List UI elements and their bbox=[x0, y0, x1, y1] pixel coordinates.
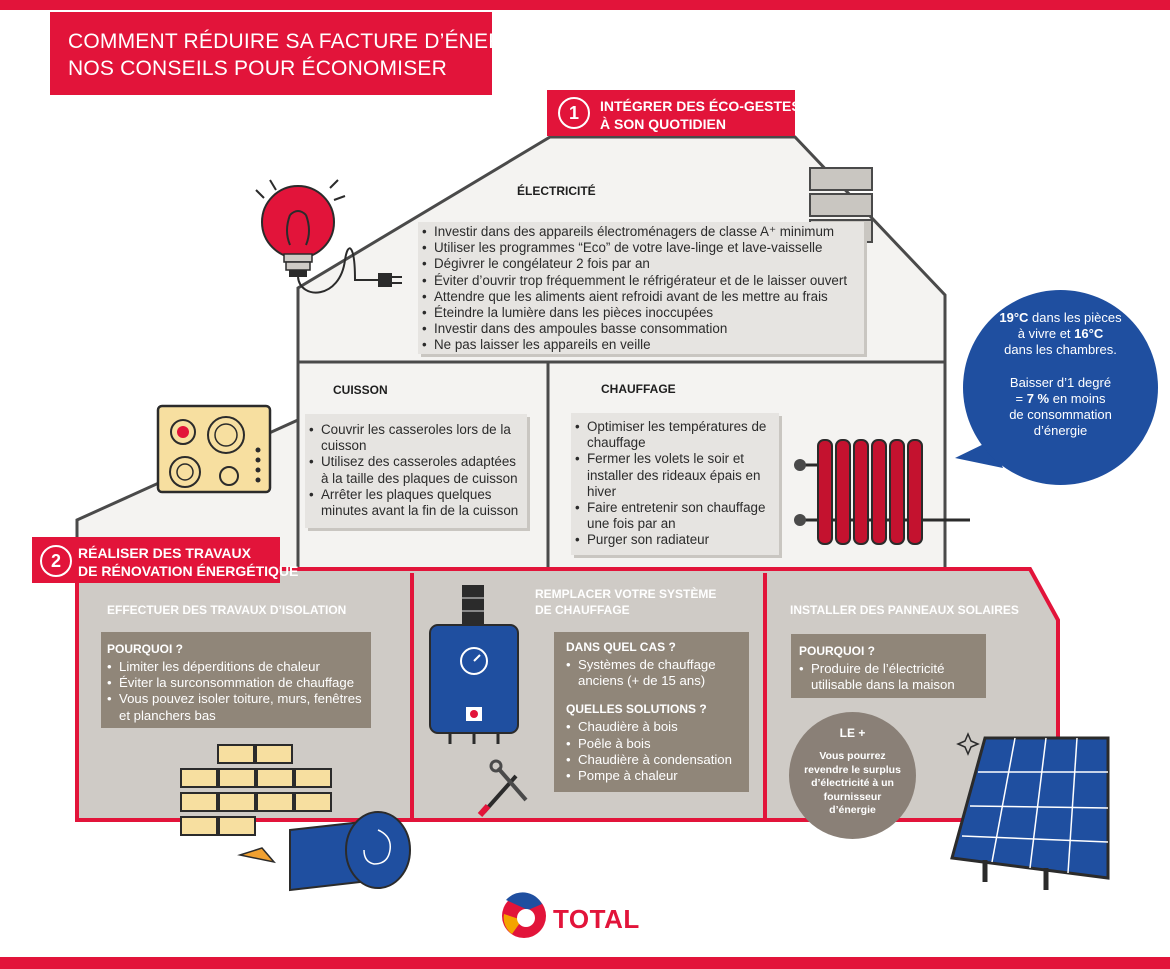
bubble-text: dans les chambres. bbox=[1004, 342, 1117, 358]
solaire-panel: POURQUOI ? Produire de l’électricité uti… bbox=[791, 634, 986, 698]
le-plus-text: Vous pourrez revendre le surplus d’élect… bbox=[804, 750, 901, 816]
light-bulb-icon bbox=[255, 179, 402, 294]
bubble-text: = bbox=[1015, 390, 1027, 406]
bubble-text: Baisser d’1 degré bbox=[1009, 374, 1112, 390]
electricite-tip: Éviter d’ouvrir trop fréquemment le réfr… bbox=[422, 273, 864, 289]
chauffage-tip: Optimiser les températures de chauffage bbox=[575, 419, 775, 451]
cuisson-tip: Arrêter les plaques quelques minutes ava… bbox=[309, 487, 523, 519]
temperature-bubble: 19°C dans les pièces à vivre et 16°C dan… bbox=[963, 290, 1158, 485]
step-1-line-2: À SON QUOTIDIEN bbox=[600, 116, 727, 132]
isolation-item: Limiter les déperditions de chaleur bbox=[107, 659, 365, 675]
title-line-1: COMMENT RÉDUIRE SA FACTURE D’ÉNERGIE ? bbox=[68, 30, 559, 53]
radiator-icon bbox=[794, 439, 970, 545]
chauffage-tip: Purger son radiateur bbox=[575, 532, 775, 548]
step-1-number: 1 bbox=[558, 97, 590, 129]
step-2-banner bbox=[32, 537, 280, 583]
chimney-brick bbox=[809, 193, 873, 217]
solaire-list: Produire de l’électricité utilisable dan… bbox=[799, 661, 980, 693]
cuisson-heading: CUISSON bbox=[333, 383, 388, 397]
bubble-text: d’énergie bbox=[1033, 423, 1088, 439]
isolation-list: Limiter les déperditions de chaleur Évit… bbox=[107, 659, 365, 724]
bubble-text: dans les pièces bbox=[1028, 310, 1122, 325]
solaire-pourquoi-label: POURQUOI ? bbox=[799, 644, 876, 658]
remplacer-solution-item: Poêle à bois bbox=[566, 736, 743, 752]
electricite-tip: Investir dans des ampoules basse consomm… bbox=[422, 321, 864, 337]
solaire-heading: INSTALLER DES PANNEAUX SOLAIRES bbox=[790, 603, 1019, 617]
le-plus-title: LE + bbox=[839, 726, 866, 740]
step-1-line-1: INTÉGRER DES ÉCO-GESTES bbox=[600, 98, 801, 114]
remplacer-cas-label: DANS QUEL CAS ? bbox=[566, 640, 676, 654]
solar-panel-icon bbox=[950, 732, 1110, 890]
chauffage-list: Optimiser les températures de chauffage … bbox=[571, 413, 779, 549]
bricks-icon bbox=[180, 744, 332, 836]
solaire-item: Produire de l’électricité utilisable dan… bbox=[799, 661, 980, 693]
bubble-text: à vivre et bbox=[1017, 326, 1075, 342]
isolation-heading: EFFECTUER DES TRAVAUX D’ISOLATION bbox=[107, 603, 347, 617]
insulation-roll-icon bbox=[237, 811, 411, 892]
isolation-item: Vous pouvez isoler toiture, murs, fenêtr… bbox=[107, 691, 365, 723]
remplacer-heading-line-1: REMPLACER VOTRE SYSTÈME bbox=[535, 587, 717, 601]
bubble-text: en moins bbox=[1049, 390, 1106, 406]
temp-living: 19°C bbox=[999, 310, 1029, 325]
electricite-tip: Utiliser les programmes “Eco” de votre l… bbox=[422, 240, 864, 256]
saving-percent: 7 % bbox=[1026, 390, 1050, 406]
chauffage-tip: Fermer les volets le soir et installer d… bbox=[575, 451, 775, 500]
chauffage-panel: Optimiser les températures de chauffage … bbox=[571, 413, 779, 555]
remplacer-cas-list: Systèmes de chauffage anciens (+ de 15 a… bbox=[566, 657, 743, 689]
total-logo-icon bbox=[502, 892, 546, 938]
cuisson-list: Couvrir les casseroles lors de la cuisso… bbox=[305, 414, 527, 519]
isolation-item: Éviter la surconsommation de chauffage bbox=[107, 675, 365, 691]
electricite-tip: Ne pas laisser les appareils en veille bbox=[422, 337, 864, 353]
electricite-list: Investir dans des appareils électroménag… bbox=[418, 222, 864, 354]
boiler-icon bbox=[429, 585, 519, 744]
remplacer-panel: DANS QUEL CAS ? Systèmes de chauffage an… bbox=[554, 632, 749, 792]
isolation-pourquoi-label: POURQUOI ? bbox=[107, 642, 184, 656]
remplacer-solutions-list: Chaudière à bois Poêle à bois Chaudière … bbox=[566, 719, 743, 784]
cuisson-tip: Couvrir les casseroles lors de la cuisso… bbox=[309, 422, 523, 454]
remplacer-cas-item: Systèmes de chauffage anciens (+ de 15 a… bbox=[566, 657, 743, 689]
remplacer-solution-item: Chaudière à condensation bbox=[566, 752, 743, 768]
chimney-brick bbox=[809, 167, 873, 191]
chauffage-tip: Faire entretenir son chauffage une fois … bbox=[575, 500, 775, 532]
bubble-text: de consommation bbox=[1009, 407, 1112, 423]
remplacer-solution-item: Pompe à chaleur bbox=[566, 768, 743, 784]
cuisson-tip: Utilisez des casseroles adaptées à la ta… bbox=[309, 454, 523, 486]
electricite-heading: ÉLECTRICITÉ bbox=[517, 184, 596, 198]
electricite-tip: Dégivrer le congélateur 2 fois par an bbox=[422, 256, 864, 272]
title-line-2: NOS CONSEILS POUR ÉCONOMISER bbox=[68, 57, 447, 80]
remplacer-solutions-label: QUELLES SOLUTIONS ? bbox=[566, 702, 707, 717]
chauffage-heading: CHAUFFAGE bbox=[601, 382, 676, 396]
cuisson-panel: Couvrir les casseroles lors de la cuisso… bbox=[305, 414, 527, 528]
step-2-line-1: RÉALISER DES TRAVAUX bbox=[78, 545, 251, 561]
remplacer-solution-item: Chaudière à bois bbox=[566, 719, 743, 735]
tools-icon bbox=[477, 759, 528, 817]
step-2-line-2: DE RÉNOVATION ÉNERGÉTIQUE bbox=[78, 563, 299, 579]
remplacer-heading-line-2: DE CHAUFFAGE bbox=[535, 603, 630, 617]
top-red-bar bbox=[0, 0, 1170, 10]
temp-bedroom: 16°C bbox=[1074, 326, 1104, 342]
brand-name: TOTAL bbox=[553, 904, 640, 934]
bottom-red-bar bbox=[0, 957, 1170, 969]
electricite-panel: Investir dans des appareils électroménag… bbox=[418, 222, 864, 354]
title-banner bbox=[50, 12, 492, 95]
electricite-tip: Investir dans des appareils électroménag… bbox=[422, 224, 864, 240]
electricite-tip: Éteindre la lumière dans les pièces inoc… bbox=[422, 305, 864, 321]
step-2-number: 2 bbox=[40, 545, 72, 577]
le-plus-badge: LE + Vous pourrez revendre le surplus d’… bbox=[789, 712, 916, 839]
electricite-tip: Attendre que les aliments aient refroidi… bbox=[422, 289, 864, 305]
isolation-panel: POURQUOI ? Limiter les déperditions de c… bbox=[101, 632, 371, 728]
cooktop-icon bbox=[156, 404, 272, 494]
